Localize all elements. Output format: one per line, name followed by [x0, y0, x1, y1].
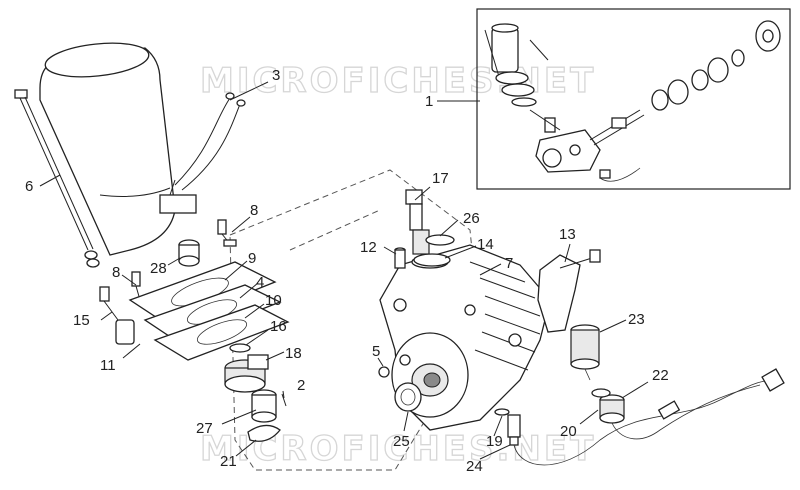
callout-3: 3 — [272, 67, 280, 84]
plug-5 — [378, 366, 390, 378]
callout-5: 5 — [372, 343, 380, 360]
watermark-top: MICROFICHES.NET — [200, 61, 596, 101]
gasket-plates — [128, 261, 290, 361]
pin-2 — [281, 393, 287, 407]
leader-lines — [39, 81, 649, 460]
pump-body — [379, 244, 551, 431]
shaft-17 — [405, 189, 430, 255]
callout-21: 21 — [220, 453, 237, 470]
washer-19 — [494, 408, 510, 416]
callout-2: 2 — [297, 377, 305, 394]
pressure-switch-24 — [507, 379, 776, 466]
callout-25: 25 — [393, 433, 410, 450]
callout-9: 9 — [248, 250, 256, 267]
callout-27: 27 — [196, 420, 213, 437]
callout-labels: 1 2 3 4 5 6 7 8 8 9 10 11 12 13 14 15 16… — [25, 67, 669, 475]
callout-12: 12 — [360, 239, 377, 256]
callout-17: 17 — [432, 170, 449, 187]
callout-6: 6 — [25, 178, 33, 195]
callout-20: 20 — [560, 423, 577, 440]
callout-7: 7 — [505, 255, 513, 272]
callout-4: 4 — [256, 274, 264, 291]
circlip-21 — [247, 424, 281, 442]
long-bolt — [14, 89, 100, 268]
stud-15 — [99, 286, 135, 345]
callout-10: 10 — [265, 292, 282, 309]
callout-19: 19 — [486, 433, 503, 450]
seal-25 — [394, 382, 422, 412]
bracket-13 — [537, 249, 601, 333]
screw-8-upper — [217, 219, 237, 247]
dowel-12 — [394, 247, 406, 269]
callout-26: 26 — [463, 210, 480, 227]
electric-motor — [39, 42, 246, 256]
callout-11: 11 — [100, 357, 116, 374]
callout-16: 16 — [270, 318, 287, 335]
callout-24: 24 — [466, 458, 483, 475]
callout-14: 14 — [477, 236, 494, 253]
assembly-inset — [476, 8, 791, 190]
callout-8-left: 8 — [112, 264, 120, 281]
callout-1: 1 — [425, 93, 433, 110]
filter-23 — [570, 324, 600, 381]
drive-gear — [224, 354, 269, 393]
callout-13: 13 — [559, 226, 576, 243]
connector-22 — [591, 368, 785, 440]
oring-14 — [413, 253, 451, 267]
coupling-27 — [251, 389, 277, 423]
seal-26 — [425, 234, 455, 246]
callout-23: 23 — [628, 311, 645, 328]
callout-8-upper: 8 — [250, 202, 258, 219]
washer-16 — [229, 343, 251, 353]
callout-18: 18 — [285, 345, 302, 362]
callout-22: 22 — [652, 367, 669, 384]
callout-15: 15 — [73, 312, 90, 329]
rubber-bushing — [178, 239, 200, 267]
screw-8-left — [131, 271, 141, 301]
callout-28: 28 — [150, 260, 167, 277]
